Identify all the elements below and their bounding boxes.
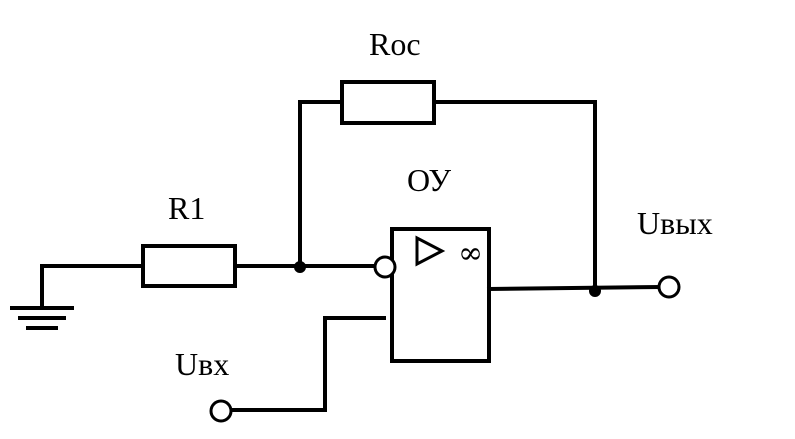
resistor-roc	[340, 80, 436, 125]
amplifier-triangle-icon	[415, 235, 446, 267]
input-terminal	[209, 399, 233, 423]
label-opamp: ОУ	[407, 162, 451, 198]
infinity-gain-symbol: ∞	[458, 236, 483, 271]
wire-output	[486, 284, 662, 292]
label-roc: Roc	[369, 26, 421, 62]
ground-icon	[10, 264, 74, 330]
label-r1: R1	[168, 190, 205, 226]
output-terminal	[657, 275, 681, 299]
resistor-r1	[141, 244, 237, 288]
junction-node-output	[589, 285, 601, 297]
label-input: Uвх	[175, 346, 229, 382]
inverting-input-bubble	[373, 255, 397, 279]
label-output: Uвых	[637, 205, 713, 241]
